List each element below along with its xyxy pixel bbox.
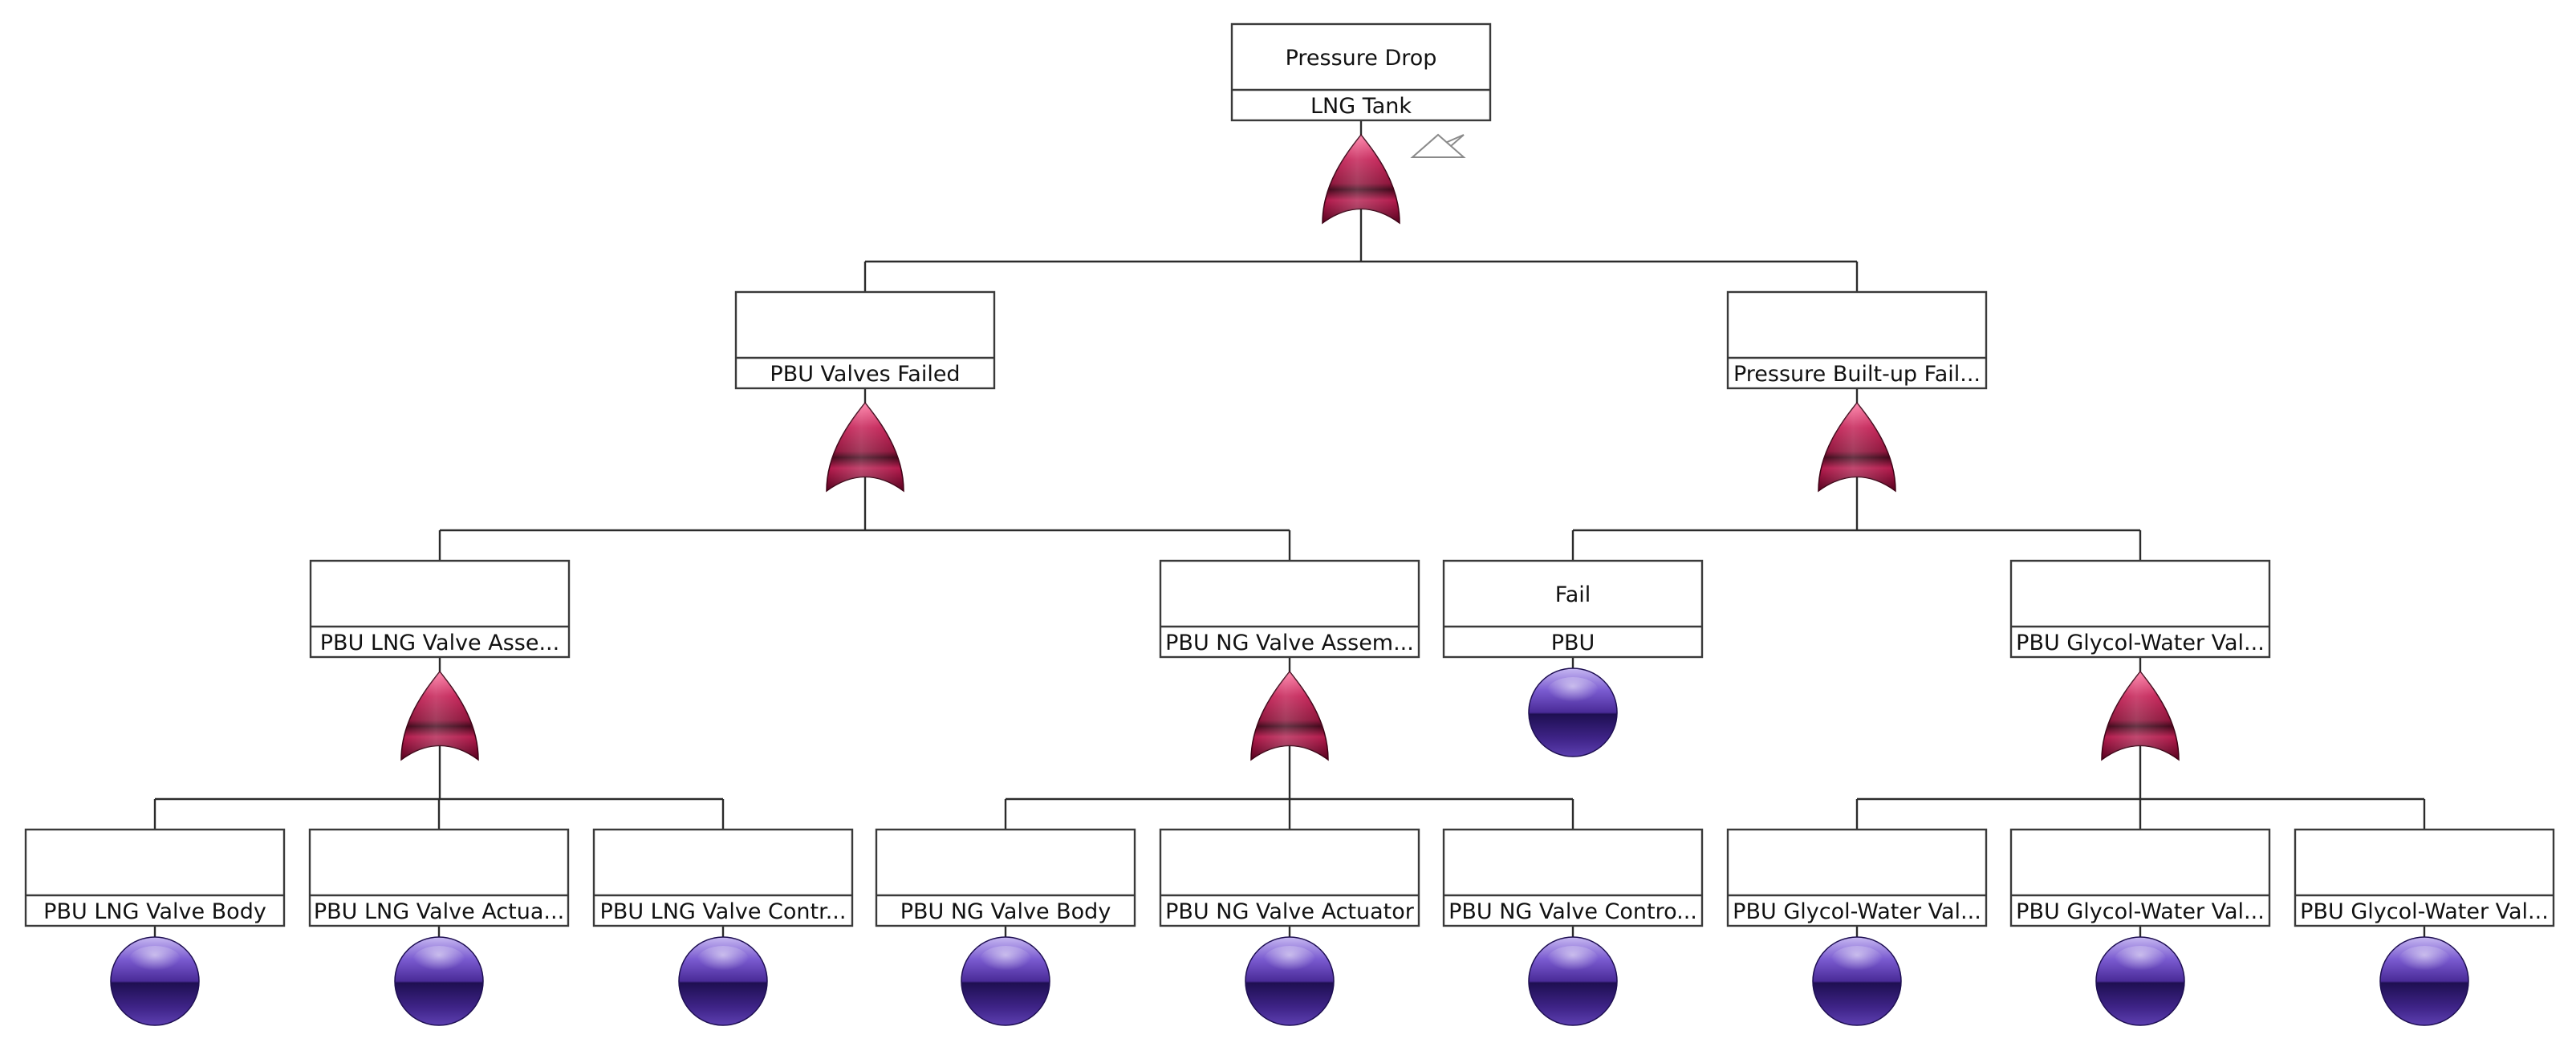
node-label: Pressure Built-up Fail... <box>1733 362 1981 387</box>
node-box <box>875 828 1136 927</box>
node-box <box>734 290 996 390</box>
node-label: PBU Glycol-Water Val... <box>2300 899 2549 924</box>
basic-event-box[interactable]: PBU LNG Valve Body <box>24 828 286 927</box>
intermediate-event-box[interactable]: PBU LNG Valve Asse... <box>309 559 571 659</box>
basic-event-box[interactable]: PBU NG Valve Body <box>875 828 1136 927</box>
basic-event-box[interactable]: PBU NG Valve Actuator <box>1159 828 1420 927</box>
node-label: PBU Glycol-Water Val... <box>2016 631 2265 655</box>
node-label: PBU LNG Valve Body <box>43 899 266 924</box>
intermediate-event-box[interactable]: PBU Glycol-Water Val... <box>2009 559 2271 659</box>
basic-event-circle-icon <box>1245 936 1335 1026</box>
or-gate-icon <box>826 401 904 493</box>
basic-event-box[interactable]: PBU LNG Valve Contr... <box>592 828 854 927</box>
node-box <box>1159 559 1420 659</box>
node-box <box>1230 22 1492 122</box>
or-gate-icon <box>1818 401 1896 493</box>
basic-event-circle-icon <box>1812 936 1902 1026</box>
node-box <box>592 828 854 927</box>
basic-event-circle-icon <box>2095 936 2185 1026</box>
intermediate-event-box[interactable]: PBU Valves Failed <box>734 290 996 390</box>
basic-event-circle-icon <box>1528 936 1618 1026</box>
node-box <box>1726 290 1988 390</box>
node-label: LNG Tank <box>1310 94 1412 119</box>
node-box <box>309 559 571 659</box>
node-box <box>2009 559 2271 659</box>
node-label: PBU NG Valve Assem... <box>1165 631 1414 655</box>
node-box <box>1159 828 1420 927</box>
node-box <box>1442 559 1704 659</box>
intermediate-event-box[interactable]: PBU NG Valve Assem... <box>1159 559 1420 659</box>
basic-event-box[interactable]: PBU Glycol-Water Val... <box>2294 828 2555 927</box>
node-label: PBU LNG Valve Contr... <box>600 899 847 924</box>
or-gate-icon <box>2101 670 2180 761</box>
node-title: Pressure Drop <box>1286 46 1437 71</box>
node-box <box>2009 828 2271 927</box>
basic-event-circle-icon <box>1528 667 1618 757</box>
basic-event-circle-icon <box>110 936 200 1026</box>
basic-event-circle-icon <box>2379 936 2469 1026</box>
node-label: PBU <box>1551 631 1595 655</box>
basic-event-box[interactable]: PBU NG Valve Contro... <box>1442 828 1704 927</box>
or-gate-icon <box>1250 670 1329 761</box>
basic-event-box[interactable]: PBU Glycol-Water Val... <box>2009 828 2271 927</box>
node-label: PBU Glycol-Water Val... <box>2016 899 2265 924</box>
node-label: PBU Valves Failed <box>770 362 960 387</box>
node-box <box>1442 828 1704 927</box>
node-title: Fail <box>1555 582 1591 607</box>
transfer-triangle-icon <box>1410 133 1466 158</box>
node-box <box>308 828 570 927</box>
node-box <box>2294 828 2555 927</box>
node-label: PBU LNG Valve Asse... <box>320 631 559 655</box>
basic-event-circle-icon <box>678 936 768 1026</box>
node-box <box>1726 828 1988 927</box>
basic-event-box[interactable]: PBU Glycol-Water Val... <box>1726 828 1988 927</box>
node-label: PBU NG Valve Body <box>900 899 1111 924</box>
basic-event-circle-icon <box>394 936 484 1026</box>
basic-event-circle-icon <box>961 936 1050 1026</box>
or-gate-icon <box>400 670 479 761</box>
node-label: PBU LNG Valve Actua... <box>314 899 564 924</box>
node-label: PBU NG Valve Contro... <box>1448 899 1697 924</box>
node-label: PBU Glycol-Water Val... <box>1733 899 1981 924</box>
node-label: PBU NG Valve Actuator <box>1165 899 1415 924</box>
or-gate-icon <box>1322 133 1400 225</box>
basic-event-box[interactable]: PBU LNG Valve Actua... <box>308 828 570 927</box>
node-box <box>24 828 286 927</box>
intermediate-event-box[interactable]: Pressure Built-up Fail... <box>1726 290 1988 390</box>
